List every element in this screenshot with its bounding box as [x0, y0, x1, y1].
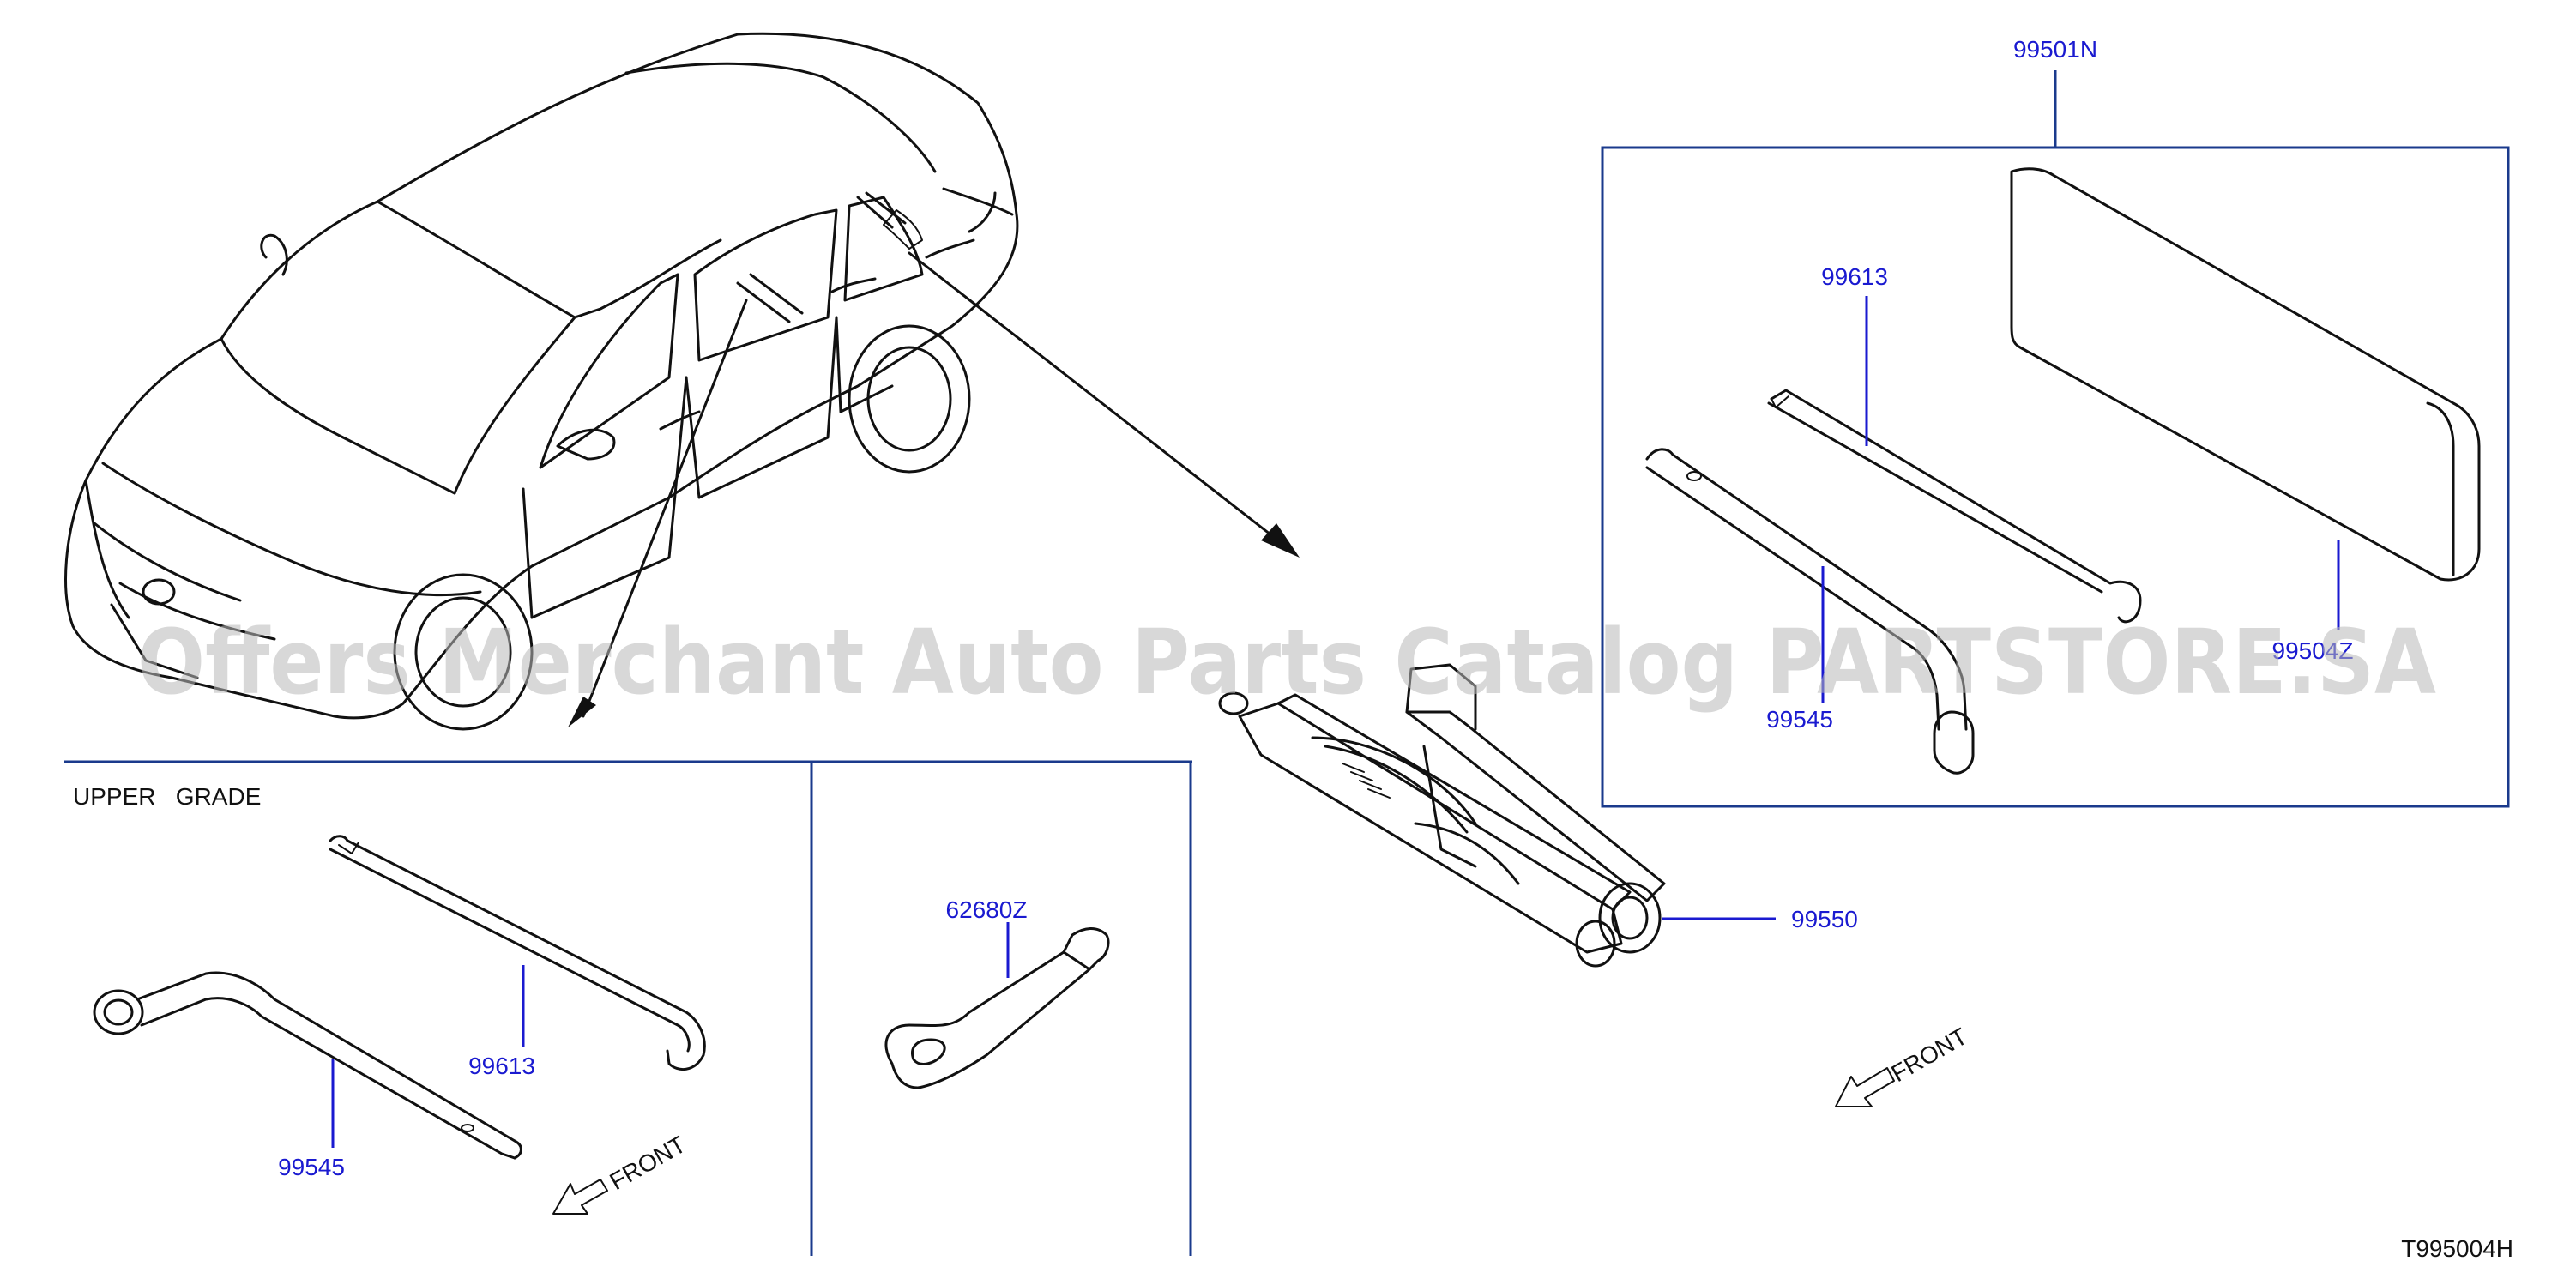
tool-bag-illustration	[2010, 167, 2481, 582]
kit-bar-illustration	[1767, 389, 2142, 624]
label-jack: 99550	[1791, 906, 1858, 932]
tow-hook-illustration	[884, 927, 1110, 1089]
label-kit-bar: 99613	[1821, 263, 1888, 290]
label-tow-hook: 62680Z	[946, 896, 1028, 923]
label-kit-bag: 99504Z	[2272, 637, 2354, 664]
label-lower-wrench: 99545	[278, 1154, 345, 1180]
lower-wrench-illustration	[93, 971, 522, 1160]
lower-bar-illustration	[329, 835, 706, 1071]
section-title: UPPER GRADE	[73, 783, 261, 810]
watermark: Offers Merchant Auto Parts Catalog PARTS…	[137, 610, 2436, 715]
label-kit-wrench: 99545	[1766, 706, 1833, 733]
label-lower-bar: 99613	[468, 1053, 535, 1079]
front-arrow-right	[1835, 1067, 1895, 1107]
front-label-lower: FRONT	[606, 1131, 691, 1195]
front-arrow-lower	[552, 1179, 608, 1215]
arrow-to-tow-hook	[568, 299, 748, 727]
kit-wrench-illustration	[1645, 448, 1975, 775]
jack-illustration	[1218, 663, 1666, 968]
lower-section-frames	[64, 760, 1192, 1256]
arrow-to-jack	[908, 251, 1300, 558]
label-kit-box: 99501N	[2013, 36, 2097, 63]
front-label-right: FRONT	[1887, 1023, 1972, 1087]
tool-kit-frame	[1601, 70, 2510, 808]
diagram-id: T995004H	[2401, 1235, 2513, 1262]
